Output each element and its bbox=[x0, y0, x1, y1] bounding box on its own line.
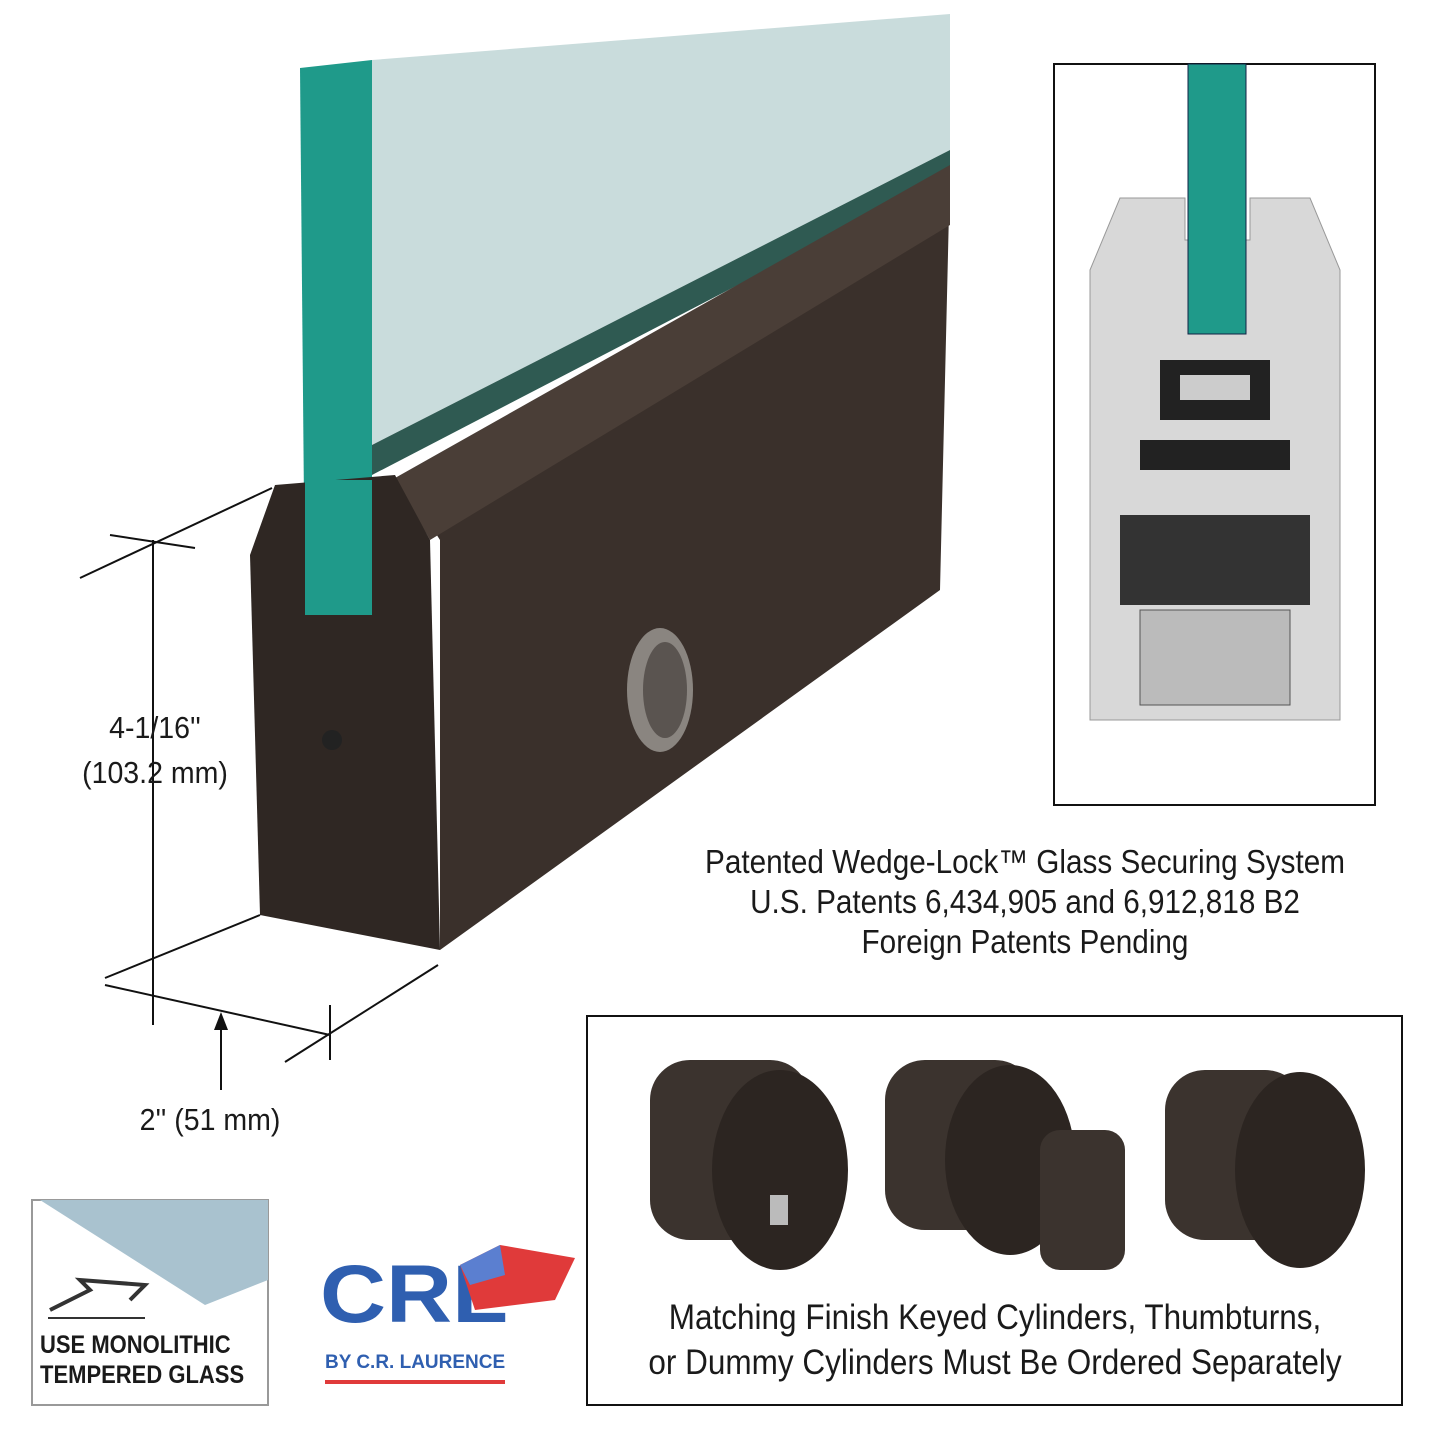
patent-line-1: Patented Wedge-Lock™ Glass Securing Syst… bbox=[705, 843, 1345, 880]
height-dimension-mm: (103.2 mm) bbox=[82, 755, 228, 790]
base-channel bbox=[1139, 609, 1291, 706]
patent-info: Patented Wedge-Lock™ Glass Securing Syst… bbox=[679, 842, 1372, 962]
profile-channel bbox=[1140, 440, 1290, 470]
cross-section-glass bbox=[1187, 63, 1247, 335]
dummy-cylinder-icon bbox=[1165, 1070, 1365, 1268]
glass-sheet-icon bbox=[40, 1200, 268, 1305]
glass-badge-line-1: USE MONOLITHIC bbox=[40, 1331, 231, 1359]
glass-badge-line-2: TEMPERED GLASS bbox=[40, 1361, 245, 1389]
rail-long-face bbox=[400, 170, 950, 950]
cylinders-caption-line-1: Matching Finish Keyed Cylinders, Thumbtu… bbox=[668, 1298, 1322, 1337]
height-dimension-inches: 4-1/16'' bbox=[109, 710, 201, 745]
patent-line-3: Foreign Patents Pending bbox=[861, 923, 1189, 960]
rail-bevel bbox=[395, 165, 950, 540]
width-dimension: 2'' (51 mm) bbox=[139, 1102, 281, 1137]
logo-red-bar bbox=[325, 1380, 505, 1384]
glass-in-slot bbox=[305, 480, 372, 615]
screw-icon bbox=[322, 730, 342, 750]
lock-cylinder-hole-inner bbox=[643, 642, 687, 738]
cylinders-caption-line-2: or Dummy Cylinders Must Be Ordered Separ… bbox=[648, 1343, 1342, 1382]
lock-cavity bbox=[1120, 515, 1310, 605]
glass-panel-face bbox=[372, 14, 950, 445]
logo-tagline: BY C.R. LAURENCE bbox=[325, 1352, 506, 1373]
glass-badge-text: USE MONOLITHIC TEMPERED GLASS bbox=[40, 1330, 244, 1390]
glass-panel-edge bbox=[300, 60, 372, 615]
patent-line-2: U.S. Patents 6,434,905 and 6,912,818 B2 bbox=[750, 883, 1300, 920]
glass-gasket bbox=[372, 150, 950, 475]
glass-break-icon bbox=[49, 1277, 150, 1312]
arrow-up-icon bbox=[214, 1012, 228, 1030]
keyed-cylinder-icon bbox=[650, 1060, 848, 1270]
crl-logo: CRL bbox=[320, 1245, 575, 1384]
rail-end-cap bbox=[250, 475, 440, 950]
us-flag-canton bbox=[460, 1245, 505, 1285]
wedge-insert bbox=[1180, 375, 1250, 400]
thumbturn-icon bbox=[885, 1060, 1125, 1270]
dimension-lines bbox=[79, 487, 439, 1090]
cylinders-caption: Matching Finish Keyed Cylinders, Thumbtu… bbox=[631, 1295, 1360, 1385]
